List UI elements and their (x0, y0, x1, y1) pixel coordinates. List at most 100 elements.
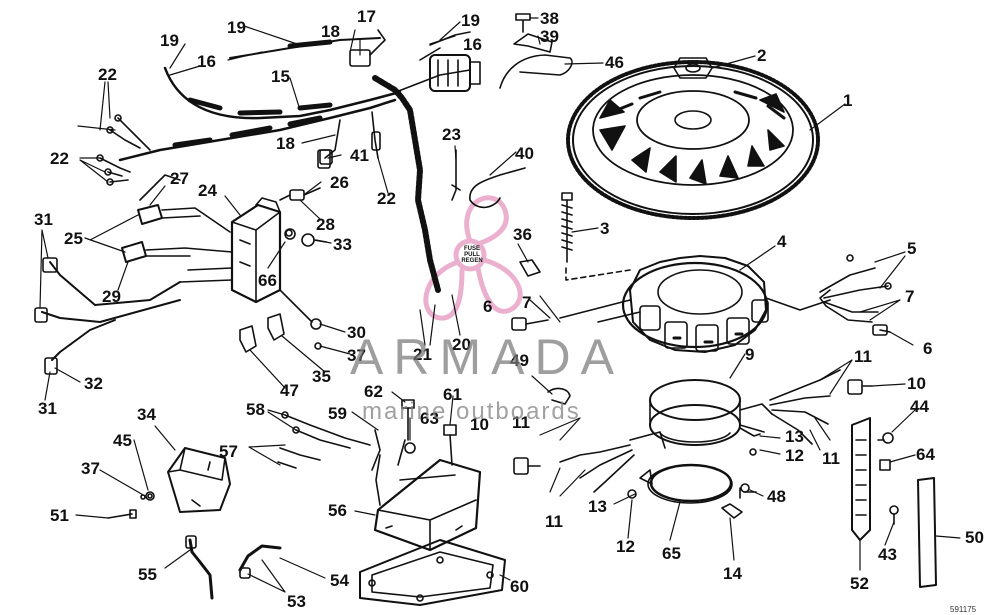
callout-54: 54 (330, 571, 349, 590)
strip-50 (917, 477, 937, 588)
callout-43: 43 (878, 545, 897, 564)
callout-9: 9 (745, 345, 755, 364)
callout-5: 5 (907, 239, 917, 258)
stator-leads-right (819, 254, 892, 323)
ignition-coil (107, 447, 231, 519)
callout-2: 2 (757, 46, 767, 65)
clip-49 (547, 387, 571, 405)
callout-17: 17 (357, 7, 376, 26)
callout-15: 15 (271, 67, 290, 86)
corner-code: 591175 (950, 605, 977, 614)
callout-36: 36 (513, 225, 532, 244)
callout-22-top: 22 (98, 65, 117, 84)
callout-22-mid: 22 (377, 189, 396, 208)
callout-18-top: 18 (321, 22, 340, 41)
callout-26: 26 (330, 173, 349, 192)
callout-10-left: 10 (470, 415, 489, 434)
callout-7-right: 7 (905, 287, 915, 306)
ignition-leads (34, 257, 181, 375)
callout-11-bottom: 11 (545, 512, 563, 531)
callout-60: 60 (510, 577, 529, 596)
callout-57: 57 (219, 442, 238, 461)
charge-coil (629, 379, 773, 449)
callout-13-right: 13 (785, 427, 804, 446)
callout-50: 50 (965, 528, 984, 547)
callout-3: 3 (600, 219, 610, 238)
callout-55: 55 (138, 565, 157, 584)
callout-11-left: 11 (512, 413, 530, 432)
callout-30: 30 (347, 323, 366, 342)
washer-45 (147, 493, 153, 499)
clip-36 (519, 259, 541, 277)
callout-11-top-right: 11 (854, 347, 872, 366)
callout-46: 46 (605, 53, 624, 72)
callout-65: 65 (662, 544, 681, 563)
callout-14: 14 (723, 564, 742, 583)
ground-wires (179, 267, 322, 350)
callout-16-right: 16 (463, 35, 482, 54)
callout-6-left: 6 (483, 297, 493, 316)
callout-53: 53 (287, 592, 306, 611)
fuse-label-line-2: PULL REGEN (461, 252, 483, 264)
callout-19-c: 19 (461, 11, 480, 30)
mounting-bracket (851, 417, 899, 541)
callout-28: 28 (316, 215, 335, 234)
callout-49: 49 (510, 351, 529, 370)
callout-40: 40 (515, 144, 534, 163)
callout-63: 63 (420, 409, 439, 428)
spark-plug-caps (121, 174, 233, 263)
callout-12-left: 12 (616, 537, 635, 556)
callout-4: 4 (777, 232, 787, 251)
callout-31-top: 31 (34, 210, 53, 229)
callout-58: 58 (246, 400, 265, 419)
callout-66: 66 (258, 271, 277, 290)
callout-31-bottom: 31 (38, 399, 57, 418)
watermark-brand: ARMADA (350, 329, 624, 385)
callout-34: 34 (137, 405, 156, 424)
callout-27: 27 (170, 169, 189, 188)
washer-66 (285, 229, 293, 237)
callout-19-a: 19 (227, 18, 246, 37)
flywheel (566, 60, 820, 220)
callout-19-b: 19 (160, 31, 179, 50)
callout-61: 61 (443, 385, 462, 404)
callout-47: 47 (280, 381, 299, 400)
gasket (359, 539, 506, 606)
bracket-46 (499, 13, 573, 89)
callout-11-bottom-right: 11 (822, 449, 840, 468)
callout-22-left: 22 (50, 149, 69, 168)
callout-16-left: 16 (197, 52, 216, 71)
callout-10-right: 10 (907, 374, 926, 393)
callout-37-top: 37 (347, 346, 366, 365)
watermark-tagline: marine outboards (362, 398, 581, 425)
leader-lines (39, 17, 961, 593)
stator (559, 255, 831, 353)
plug-6 (511, 317, 891, 336)
callout-64: 64 (916, 445, 935, 464)
callout-20: 20 (452, 335, 471, 354)
callout-37-bottom: 37 (81, 459, 100, 478)
flywheel-nut (673, 57, 713, 79)
wire-clip-40 (451, 149, 526, 209)
callout-35: 35 (312, 367, 331, 386)
spark-plug-leads (185, 535, 282, 600)
wires-57 (277, 411, 381, 471)
callout-48: 48 (767, 487, 786, 506)
screw-48 (740, 483, 750, 493)
connector-26 (279, 187, 321, 201)
callout-29: 29 (102, 287, 121, 306)
screws-61-62 (401, 399, 457, 466)
callout-6-right: 6 (923, 339, 933, 358)
callout-23: 23 (442, 125, 461, 144)
callout-24: 24 (198, 181, 217, 200)
callout-21: 21 (413, 345, 432, 364)
callout-45: 45 (113, 431, 132, 450)
callout-12-right: 12 (785, 446, 804, 465)
coil-wires (559, 369, 841, 493)
callout-7-left: 7 (522, 293, 532, 312)
callout-13-left: 13 (588, 497, 607, 516)
fuse-label-line-1: FUSE (463, 246, 480, 252)
screw-3 (561, 192, 631, 281)
